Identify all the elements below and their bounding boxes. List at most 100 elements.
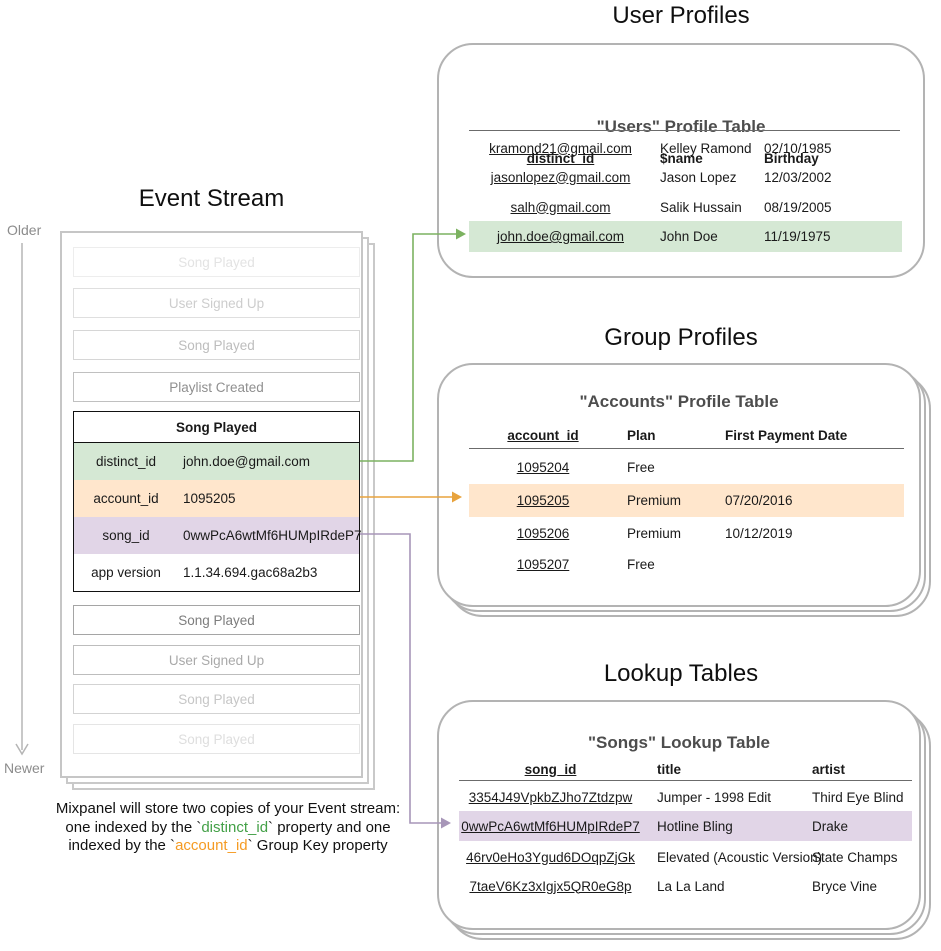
event-item: Song Played xyxy=(73,684,360,714)
cell-title: Hotline Bling xyxy=(657,818,733,834)
event-stream-panel: Song Played User Signed Up Song Played P… xyxy=(60,231,363,778)
event-item-label: Song Played xyxy=(178,612,255,628)
cell-plan: Premium xyxy=(627,525,682,541)
cell-title: La La Land xyxy=(657,878,725,894)
property-value: 1095205 xyxy=(183,491,236,506)
property-value: 1.1.34.694.gac68a2b3 xyxy=(183,565,318,580)
users-table-title: "Users" Profile Table xyxy=(596,117,766,136)
footnote-text: one indexed by the ` xyxy=(65,818,202,836)
users-table-header: distinct_id $name Birthday xyxy=(469,143,902,173)
property-row-app-version: app version 1.1.34.694.gac68a2b3 xyxy=(74,554,359,591)
event-item: Song Played xyxy=(73,247,360,277)
cell-distinct-id: salh@gmail.com xyxy=(510,199,611,215)
lookup-tables-title: Lookup Tables xyxy=(603,660,759,687)
table-row: 1095207 Free xyxy=(469,549,904,579)
cell-name: Kelley Ramond xyxy=(660,140,752,156)
newer-label: Newer xyxy=(4,760,45,776)
songs-lookup-card: "Songs" Lookup Table song_id title artis… xyxy=(437,700,921,930)
footnote-text: ` property and one xyxy=(268,818,391,836)
cell-account-id: 1095207 xyxy=(516,556,570,572)
property-value: 0wwPcA6wtMf6HUMpIRdeP7 xyxy=(183,528,362,543)
cell-birthday: 02/10/1985 xyxy=(764,140,832,156)
accounts-table-title: "Accounts" Profile Table xyxy=(579,392,779,411)
event-item: User Signed Up xyxy=(73,288,360,318)
header-divider xyxy=(469,448,904,449)
event-item-label: Song Played xyxy=(178,731,255,747)
event-item-label: Song Played xyxy=(178,691,255,707)
property-key: account_id xyxy=(93,491,159,506)
cell-plan: Premium xyxy=(627,493,682,508)
event-item-label: Song Played xyxy=(178,254,255,270)
songs-table-header: song_id title artist xyxy=(459,754,912,784)
table-row: jasonlopez@gmail.com Jason Lopez 12/03/2… xyxy=(469,162,902,192)
column-header-artist: artist xyxy=(812,761,846,777)
property-key: song_id xyxy=(102,528,150,543)
footnote-line-1: Mixpanel will store two copies of your E… xyxy=(28,800,428,819)
cell-distinct-id: kramond21@gmail.com xyxy=(489,140,632,156)
cell-artist: Bryce Vine xyxy=(812,878,878,894)
cell-artist: Third Eye Blind xyxy=(812,789,904,805)
table-row-highlighted: 0wwPcA6wtMf6HUMpIRdeP7 Hotline Bling Dra… xyxy=(459,811,912,841)
event-item: Song Played xyxy=(73,330,360,360)
cell-song-id: 3354J49VpkbZJho7Ztdzpw xyxy=(468,789,633,805)
column-header-birthday: Birthday xyxy=(764,150,819,166)
cell-account-id: 1095204 xyxy=(516,459,570,475)
column-header-song-id: song_id xyxy=(524,761,577,777)
property-row-song-id: song_id 0wwPcA6wtMf6HUMpIRdeP7 xyxy=(74,517,362,554)
cell-song-id: 0wwPcA6wtMf6HUMpIRdeP7 xyxy=(461,818,640,834)
footnote-line-2: one indexed by the `distinct_id` propert… xyxy=(28,819,428,838)
column-header-name: $name xyxy=(660,150,703,166)
event-item: Song Played xyxy=(73,605,360,635)
cell-birthday: 11/19/1975 xyxy=(764,229,831,244)
table-row: 1095204 Free xyxy=(469,452,904,482)
cell-first-payment: 10/12/2019 xyxy=(725,525,793,541)
footnote-text: ` Group Key property xyxy=(247,837,388,854)
table-row: salh@gmail.com Salik Hussain 08/19/2005 xyxy=(469,192,902,222)
accounts-table-header: account_id Plan First Payment Date xyxy=(469,420,904,450)
column-header-title: title xyxy=(657,761,682,777)
cell-title: Elevated (Acoustic Version) xyxy=(657,849,823,865)
timeline-arrow xyxy=(15,243,29,756)
cell-birthday: 12/03/2002 xyxy=(764,169,832,185)
cell-song-id: 7taeV6Kz3xIgjx5QR0eG8p xyxy=(469,878,632,894)
property-value: john.doe@gmail.com xyxy=(183,454,311,469)
expanded-event-title: Song Played xyxy=(74,412,359,443)
event-item-label: User Signed Up xyxy=(168,295,265,311)
table-row-highlighted: john.doe@gmail.com John Doe 11/19/1975 xyxy=(469,221,902,252)
header-divider xyxy=(459,780,912,781)
footnote-text: Mixpanel will store two copies of your E… xyxy=(55,800,401,817)
property-row-account-id: account_id 1095205 xyxy=(74,480,359,517)
cell-artist: State Champs xyxy=(812,849,898,865)
footnote-text: indexed by the ` xyxy=(68,837,176,854)
table-row: kramond21@gmail.com Kelley Ramond 02/10/… xyxy=(469,133,902,163)
event-item-label: User Signed Up xyxy=(168,652,265,668)
column-header-plan: Plan xyxy=(627,427,656,443)
cell-plan: Free xyxy=(627,556,655,572)
group-profiles-title: Group Profiles xyxy=(604,324,758,351)
cell-birthday: 08/19/2005 xyxy=(764,199,832,215)
cell-first-payment: 07/20/2016 xyxy=(725,493,793,508)
cell-title: Jumper - 1998 Edit xyxy=(657,789,772,805)
distinct-id-keyword: distinct_id xyxy=(201,818,269,836)
account-id-keyword: account_id xyxy=(175,837,248,854)
column-header-distinct-id: distinct_id xyxy=(526,150,595,166)
cell-artist: Drake xyxy=(812,818,849,834)
older-label: Older xyxy=(7,222,42,238)
footnote-line-3: indexed by the `account_id` Group Key pr… xyxy=(28,837,428,856)
event-stream-title: Event Stream xyxy=(138,185,285,212)
property-row-distinct-id: distinct_id john.doe@gmail.com xyxy=(74,443,359,480)
cell-song-id: 46rv0eHo3Ygud6DOqpZjGk xyxy=(466,849,635,865)
accounts-profile-card: "Accounts" Profile Table account_id Plan… xyxy=(437,363,921,607)
event-item: User Signed Up xyxy=(73,645,360,675)
property-key: distinct_id xyxy=(95,454,157,469)
table-row: 7taeV6Kz3xIgjx5QR0eG8p La La Land Bryce … xyxy=(459,871,912,901)
users-profile-card: "Users" Profile Table distinct_id $name … xyxy=(437,43,925,278)
footnote: Mixpanel will store two copies of your E… xyxy=(28,800,428,856)
cell-plan: Free xyxy=(627,459,655,475)
table-row: 3354J49VpkbZJho7Ztdzpw Jumper - 1998 Edi… xyxy=(459,782,912,812)
cell-account-id: 1095206 xyxy=(516,525,570,541)
property-key: app version xyxy=(91,565,161,580)
songs-table-title: "Songs" Lookup Table xyxy=(587,733,771,752)
column-header-first-payment: First Payment Date xyxy=(725,427,848,443)
